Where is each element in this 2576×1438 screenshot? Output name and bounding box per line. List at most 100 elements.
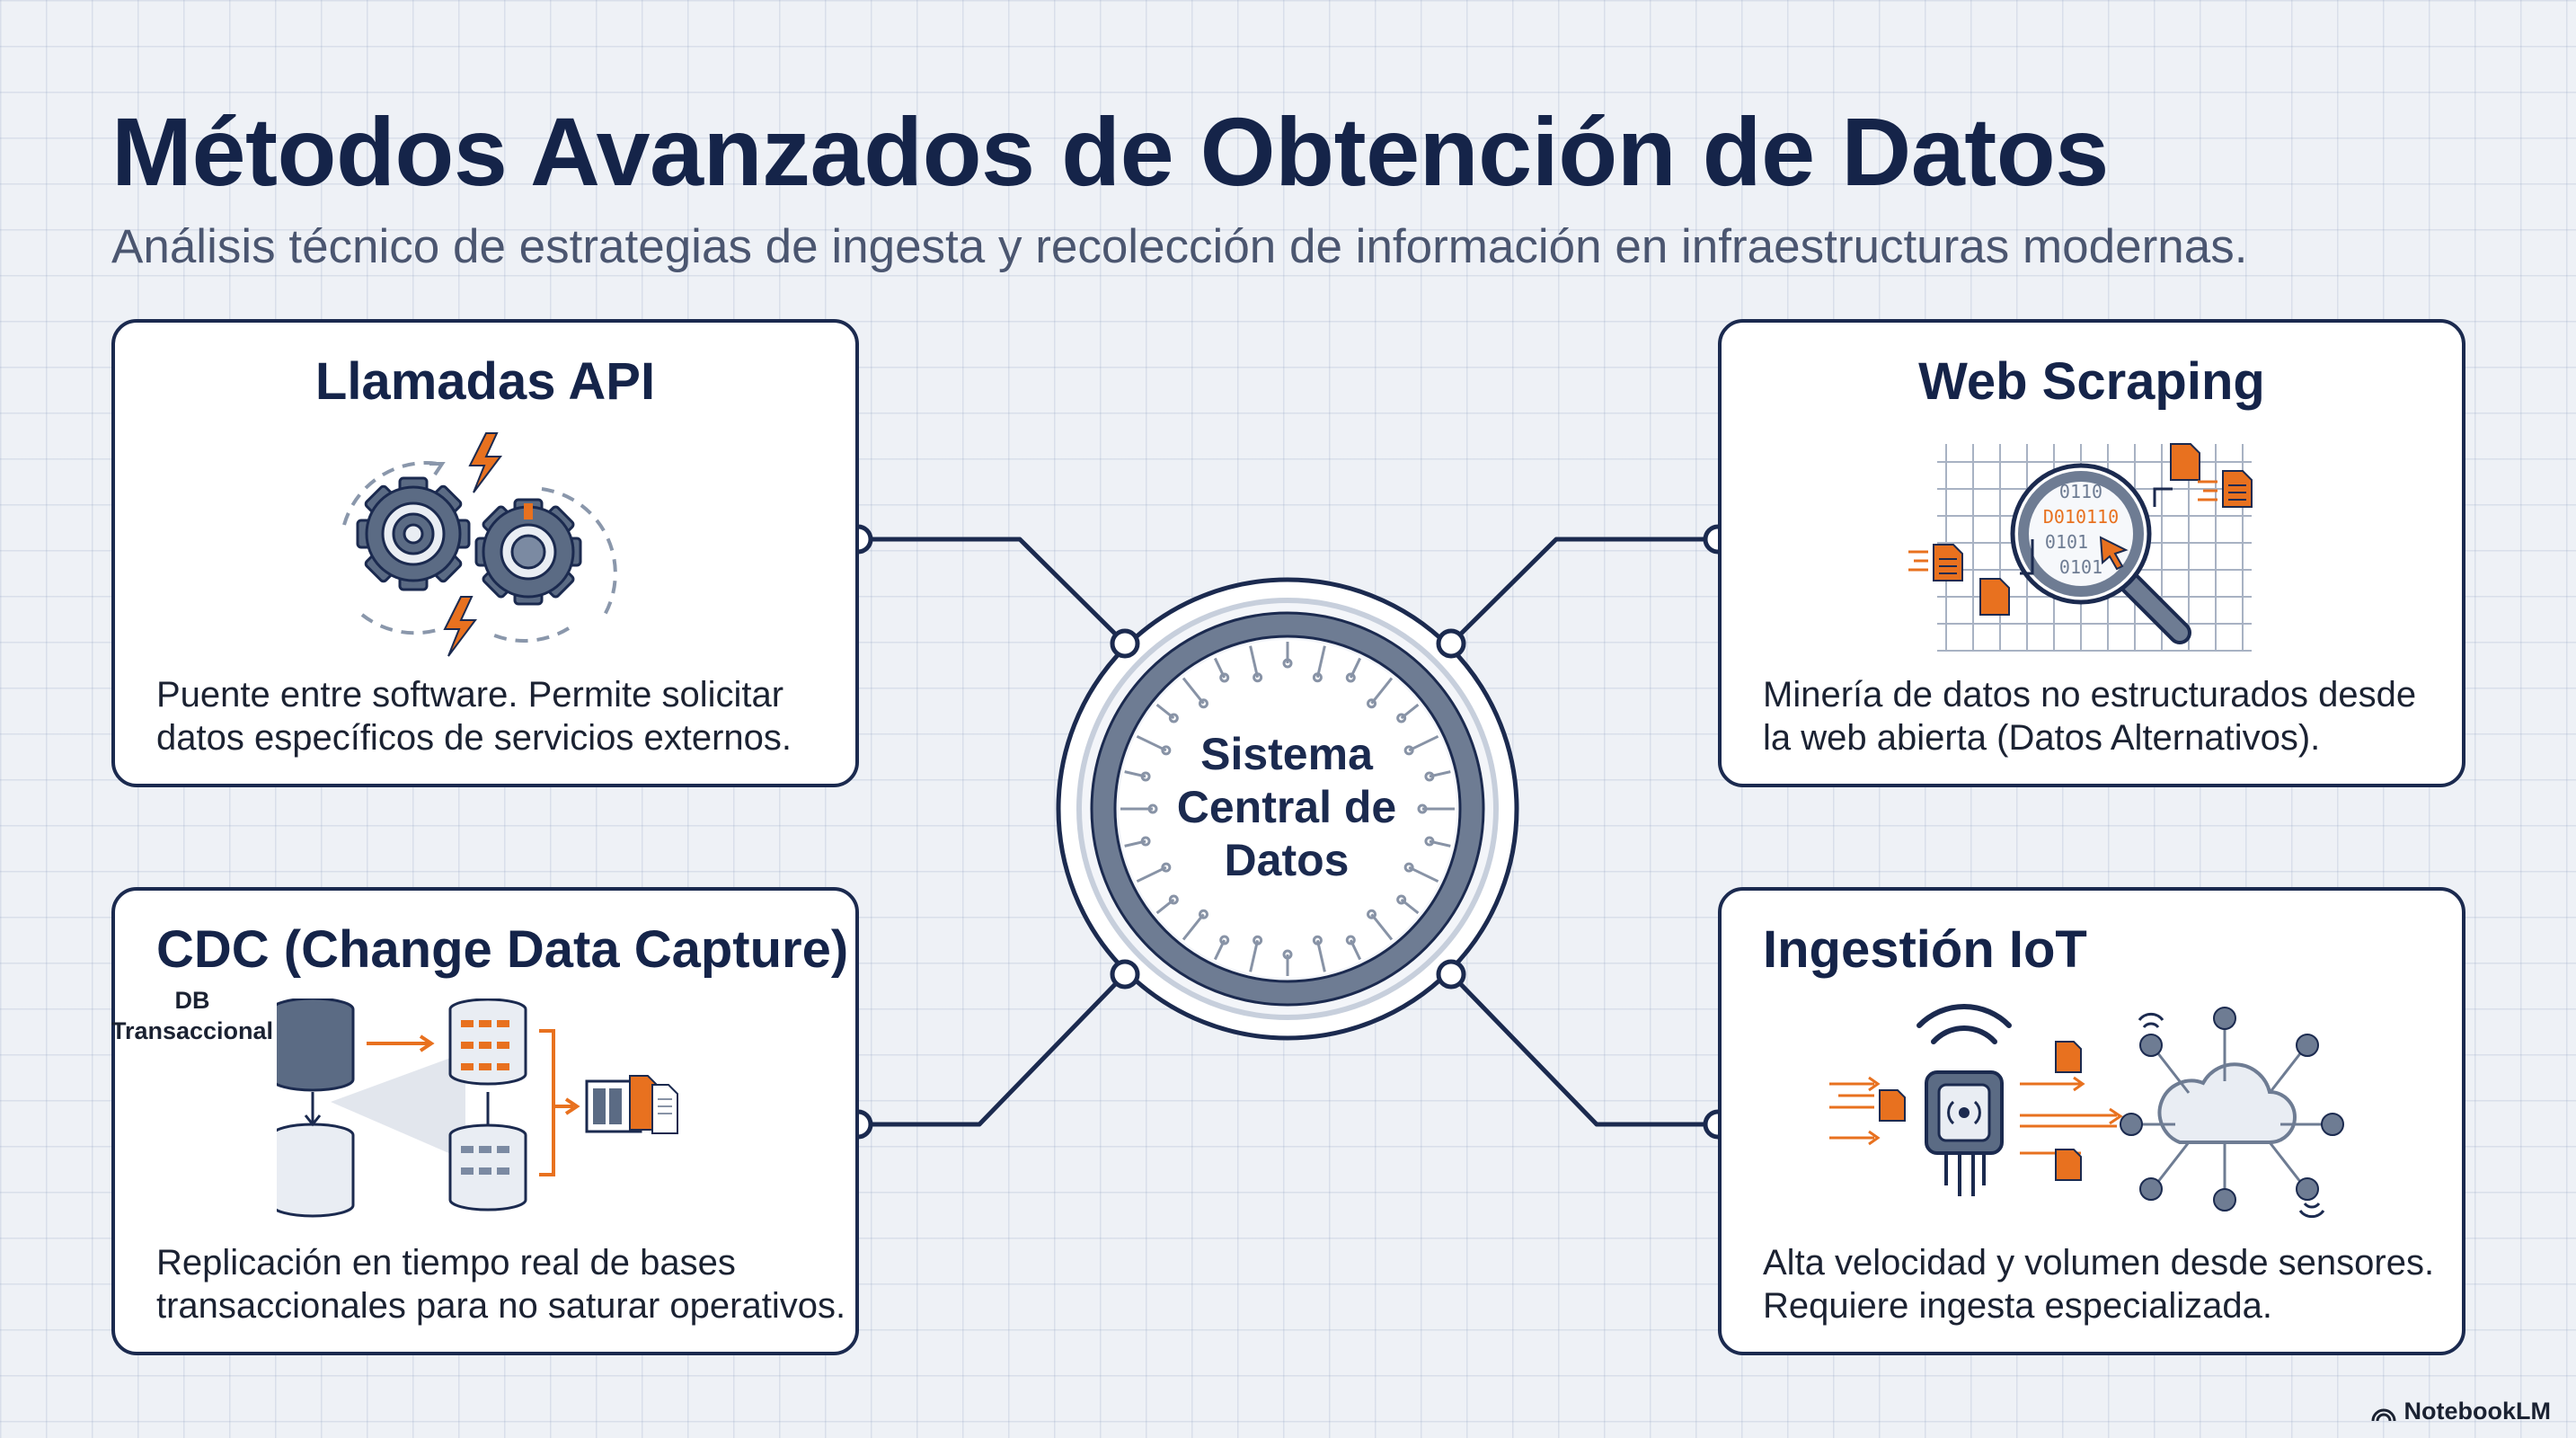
document-icon <box>1879 1089 1906 1122</box>
connector-iot <box>1449 972 1718 1127</box>
card-description: Puente entre software. Permite solicitar… <box>156 673 839 759</box>
card-title: Llamadas API <box>314 352 656 411</box>
connector-cdc <box>858 972 1127 1127</box>
circuit-node <box>1161 862 1172 873</box>
card-description-line: Minería de datos no estructurados desde <box>1763 675 2417 715</box>
circuit-trace <box>1408 865 1439 883</box>
circuit-trace <box>1136 865 1167 883</box>
hub-label-line: Central de <box>1176 782 1397 832</box>
circuit-node <box>1282 949 1293 960</box>
db-label-line: Transaccional <box>111 1017 274 1044</box>
brand-name: NotebookLM <box>2403 1398 2551 1425</box>
binary-text: D010110 <box>2043 506 2119 528</box>
page-title: Métodos Avanzados de Obtención de Datos <box>111 97 2109 206</box>
circuit-trace <box>1182 677 1205 705</box>
document-icon <box>1933 544 1963 581</box>
central-hub <box>1056 577 1519 1041</box>
db-label-line: DB <box>174 987 210 1014</box>
circuit-icon <box>1120 642 1455 976</box>
card-title: Web Scraping <box>1918 352 2265 411</box>
iot-illustration <box>1829 1003 2344 1219</box>
document-icon <box>585 1075 678 1134</box>
hub-label: Sistema Central de Datos <box>1107 728 1466 887</box>
connector-scraping <box>1449 537 1718 645</box>
document-icon <box>2055 1149 2082 1181</box>
circuit-node <box>1253 672 1263 683</box>
document-icon <box>1979 578 2010 616</box>
circuit-node <box>1424 771 1435 782</box>
card-scraping: Web Scraping 0110 D010110 0101 0101 <box>1718 319 2465 787</box>
circuit-node <box>1198 698 1208 709</box>
circuit-trace <box>1315 645 1326 679</box>
circuit-node <box>1367 698 1377 709</box>
hub-label-line: Sistema <box>1200 729 1373 779</box>
card-api: Llamadas API <box>111 319 859 787</box>
scraping-illustration: 0110 D010110 0101 0101 <box>1908 443 2253 652</box>
circuit-node <box>1168 713 1179 723</box>
lightning-icon <box>443 596 477 657</box>
circuit-node <box>1396 713 1407 723</box>
lightning-icon <box>468 432 502 493</box>
binary-text: 0101 <box>2045 531 2088 553</box>
gear-left-icon <box>356 476 471 591</box>
circuit-node <box>1417 803 1428 814</box>
card-description: Replicación en tiempo real de bases tran… <box>156 1241 846 1327</box>
card-title: Ingestión IoT <box>1763 920 2087 979</box>
card-cdc: CDC (Change Data Capture) DB Transaccion… <box>111 887 859 1355</box>
circuit-node <box>1198 909 1208 919</box>
circuit-trace <box>1408 734 1439 752</box>
circuit-node <box>1147 803 1158 814</box>
circuit-trace <box>1249 939 1260 972</box>
database-icon <box>277 999 355 1092</box>
circuit-trace <box>1370 677 1394 705</box>
card-description-line: transaccionales para no saturar operativ… <box>156 1286 846 1326</box>
page-subtitle: Análisis técnico de estrategias de inges… <box>111 220 2248 273</box>
circuit-node <box>1161 745 1172 756</box>
card-iot: Ingestión IoT <box>1718 887 2465 1355</box>
circuit-node <box>1396 894 1407 905</box>
database-icon <box>448 1123 527 1212</box>
card-description-line: datos específicos de servicios externos. <box>156 718 792 758</box>
circuit-node <box>1403 862 1414 873</box>
card-description: Alta velocidad y volumen desde sensores.… <box>1763 1241 2446 1327</box>
circuit-node <box>1424 836 1435 847</box>
gears-icon <box>342 432 617 657</box>
binary-text: 0101 <box>2059 556 2102 578</box>
circuit-trace <box>1315 939 1326 972</box>
card-description-line: la web abierta (Datos Alternativos). <box>1763 718 2321 758</box>
circuit-trace <box>1249 645 1260 679</box>
cdc-illustration <box>277 999 678 1218</box>
circuit-node <box>1367 909 1377 919</box>
circuit-node <box>1140 836 1151 847</box>
cloud-icon <box>2157 1062 2297 1144</box>
gear-right-icon <box>474 498 582 606</box>
circuit-trace <box>1370 913 1394 941</box>
magnifier-icon: 0110 D010110 0101 0101 <box>2010 463 2191 644</box>
circuit-node <box>1219 672 1230 683</box>
circuit-trace <box>1136 734 1167 752</box>
node-iot-hub <box>1436 959 1466 990</box>
card-description: Minería de datos no estructurados desde … <box>1763 673 2446 759</box>
node-cdc-hub <box>1110 959 1140 990</box>
database-icon <box>448 999 527 1086</box>
db-label: DB Transaccional <box>102 985 282 1046</box>
card-description-line: Puente entre software. Permite solicitar <box>156 675 784 715</box>
database-icon <box>277 1123 355 1218</box>
card-description-line: Requiere ingesta especializada. <box>1763 1286 2273 1326</box>
node-api-hub <box>1110 628 1140 659</box>
circuit-node <box>1403 745 1414 756</box>
card-title: CDC (Change Data Capture) <box>156 920 849 979</box>
circuit-node <box>1282 658 1293 669</box>
hub-label-line: Datos <box>1224 835 1350 885</box>
notebooklm-logo-icon <box>2371 1408 2396 1421</box>
circuit-node <box>1345 935 1356 945</box>
circuit-trace <box>1182 913 1205 941</box>
card-description-line: Replicación en tiempo real de bases <box>156 1243 736 1283</box>
circuit-node <box>1168 894 1179 905</box>
brand-badge: NotebookLM <box>2370 1398 2551 1425</box>
document-icon <box>2222 470 2253 508</box>
circuit-node <box>1219 935 1230 945</box>
document-icon <box>2055 1041 2082 1073</box>
cursor-icon <box>2099 536 2129 571</box>
